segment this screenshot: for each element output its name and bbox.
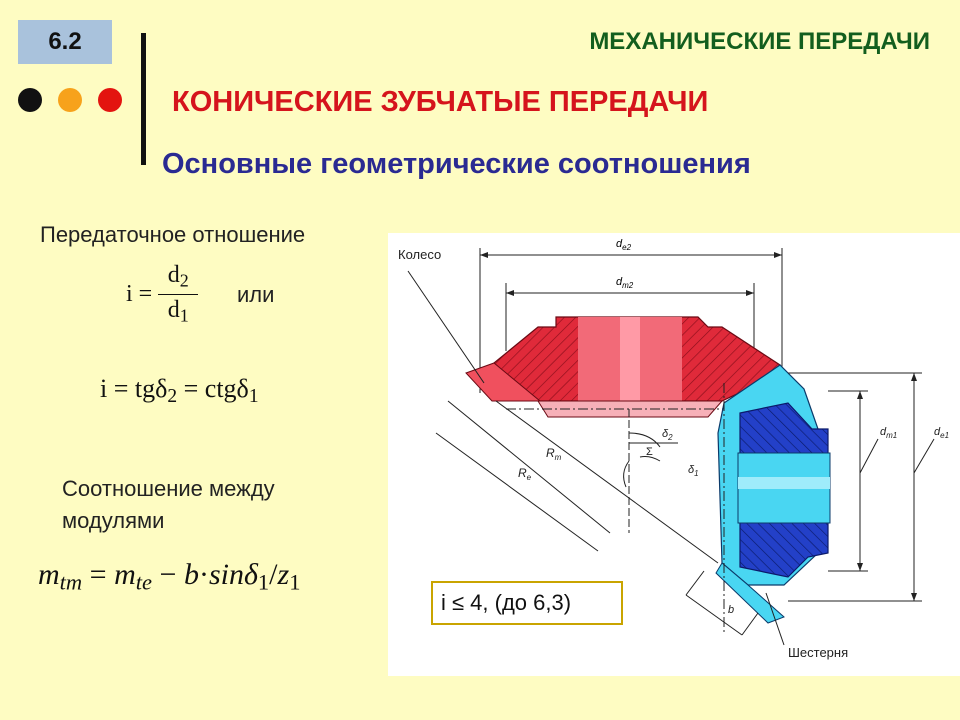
main-title: КОНИЧЕСКИЕ ЗУБЧАТЫЕ ПЕРЕДАЧИ: [172, 86, 709, 118]
ratio-limit-note: i ≤ 4, (до 6,3): [431, 581, 623, 625]
label-de1: de1: [934, 426, 949, 440]
formula-numerator: d2: [167, 262, 189, 291]
modules-formula: mtm = mte − b·sinδ1/z1: [38, 558, 301, 595]
slide-number: 6.2: [48, 28, 82, 55]
label-delta2: δ2: [662, 428, 673, 442]
formula-fraction: d2 d1: [158, 262, 199, 326]
black-dot: [18, 88, 42, 112]
label-Rm: Rm: [546, 446, 562, 462]
ratio-limit-text: i ≤ 4, (до 6,3): [441, 590, 572, 615]
gear-ratio-formula: i = d2 d1: [126, 262, 199, 326]
label-pinion: Шестерня: [788, 645, 848, 660]
wheel-tooth-face: [537, 400, 724, 418]
formula-denominator: d1: [167, 296, 189, 326]
label-dm1: dm1: [880, 426, 897, 440]
label-delta1: δ1: [688, 464, 699, 478]
fraction-bar: [158, 293, 199, 295]
top-dimensions: [479, 248, 783, 393]
label-dm2: dm2: [616, 276, 634, 290]
pinion-shaft-highlight: [738, 477, 830, 489]
header-title: МЕХАНИЧЕСКИЕ ПЕРЕДАЧИ: [589, 28, 930, 55]
label-Re: Re: [518, 466, 532, 482]
modules-label-line2: модулями: [62, 508, 165, 533]
tangent-formula: i = tgδ2 = ctgδ1: [100, 374, 259, 407]
label-b: b: [728, 604, 734, 616]
label-wheel: Колесо: [398, 247, 441, 262]
header-divider: [141, 33, 146, 165]
wheel-bore-highlight: [620, 317, 640, 401]
pinion-tooth-bottom: [715, 562, 785, 624]
gear-ratio-label: Передаточное отношение: [40, 222, 306, 247]
red-dot: [98, 88, 122, 112]
slide-number-badge: 6.2: [18, 20, 112, 64]
bevel-gear-drawing: de2 dm2 Колесо Шестерня: [398, 238, 949, 660]
orange-dot: [58, 88, 82, 112]
label-de2: de2: [616, 238, 632, 252]
subtitle: Основные геометрические соотношения: [162, 148, 751, 180]
or-label: или: [237, 282, 275, 307]
label-sigma: Σ: [646, 446, 653, 458]
modules-label-line1: Соотношение между: [62, 476, 275, 501]
formula-lhs: i =: [126, 280, 153, 307]
